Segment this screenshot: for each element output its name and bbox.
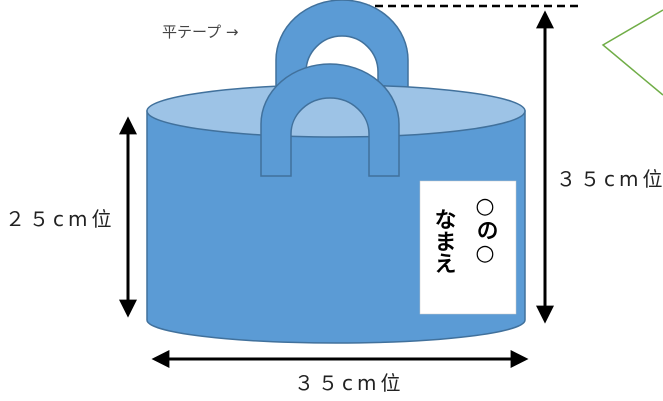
back-handle: [275, 0, 409, 113]
side-height-label: ２５cm位: [5, 207, 115, 231]
width-label: ３５cm位: [294, 371, 404, 395]
name-tag: [419, 180, 517, 315]
front-handle: [260, 63, 400, 177]
total-height-label: ３５cm位: [556, 167, 663, 191]
name-tag-line1: ○の○: [473, 194, 498, 266]
callout-box: [601, 9, 663, 96]
tape-label: 平テープ →: [162, 23, 238, 41]
name-tag-line2: なまえ: [431, 208, 456, 274]
